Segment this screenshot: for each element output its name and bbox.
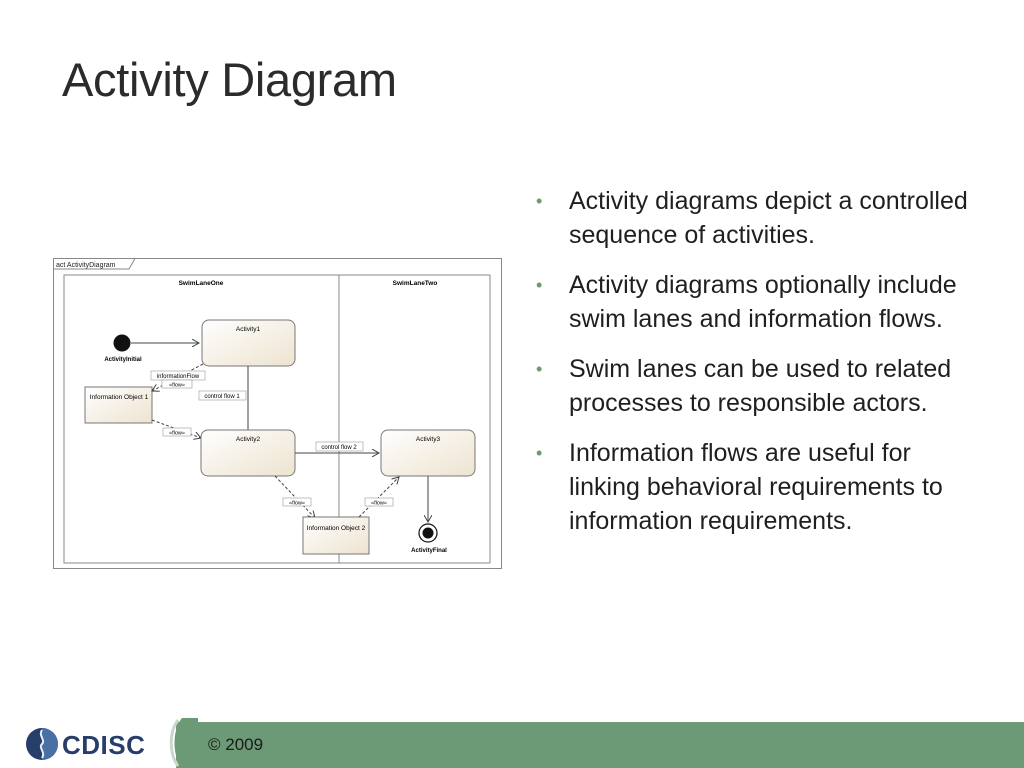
footer-green-band	[176, 722, 1024, 768]
bullet-item: • Information flows are useful for linkin…	[536, 436, 976, 538]
bullet-dot-icon: •	[536, 191, 543, 211]
control-flow1-tag	[198, 390, 247, 401]
info-object1-node	[84, 386, 153, 424]
info-flow-edge-4	[358, 477, 399, 518]
info-object1-label: Information Object 1	[90, 394, 149, 401]
final-node-core	[422, 527, 434, 539]
activity3-label: Activity3	[416, 436, 441, 443]
activity-diagram: act ActivityDiagram SwimLaneOne SwimLane…	[53, 258, 503, 575]
swimlane-container	[63, 274, 491, 564]
flow-label-2: «flow»	[169, 431, 185, 437]
slide-title: Activity Diagram	[62, 53, 397, 106]
bullet-text: Activity diagrams depict a controlled se…	[569, 187, 968, 249]
control-flow1-label: control flow 1	[204, 394, 240, 400]
frame-tab	[53, 258, 136, 270]
final-label: ActivityFinal	[411, 548, 447, 554]
control-flow2-label: control flow 2	[321, 445, 357, 451]
bullet-dot-icon: •	[536, 443, 543, 463]
activity1-label: Activity1	[236, 326, 261, 333]
flow-tag-1	[161, 379, 193, 389]
bullet-text: Activity diagrams optionally include swi…	[569, 271, 957, 333]
initial-label: ActivityInitial	[104, 357, 142, 363]
cdisc-logo-text: CDISC	[62, 730, 146, 760]
bullet-item: • Swim lanes can be used to related proce…	[536, 352, 976, 420]
lane-one-label: SwimLaneOne	[179, 280, 224, 287]
initial-node	[113, 334, 131, 352]
flow-tag-4	[364, 497, 394, 507]
info-flow-label: informationFlow	[157, 374, 200, 380]
activity-diagram-svg: act ActivityDiagram SwimLaneOne SwimLane…	[53, 258, 502, 569]
bullet-item: • Activity diagrams depict a controlled s…	[536, 184, 976, 252]
info-object2-node	[302, 516, 370, 555]
flow-tag-2	[162, 427, 192, 437]
copyright-text: © 2009	[208, 735, 264, 754]
bullet-text: Information flows are useful for linking…	[569, 439, 943, 535]
cdisc-logo: CDISC	[24, 724, 149, 764]
flow-tag-3	[282, 497, 312, 507]
lane-two-label: SwimLaneTwo	[393, 280, 438, 287]
bullet-text: Swim lanes can be used to related proces…	[569, 355, 952, 417]
bullet-list: • Activity diagrams depict a controlled s…	[536, 184, 976, 554]
activity2-label: Activity2	[236, 436, 261, 443]
bullet-item: • Activity diagrams optionally include sw…	[536, 268, 976, 336]
footer-curve-icon	[169, 718, 198, 768]
flow-label-4: «flow»	[371, 501, 387, 507]
frame-label: act ActivityDiagram	[56, 262, 116, 269]
footer-bar: CDISC © 2009	[0, 718, 1024, 768]
info-object2-label: Information Object 2	[307, 525, 366, 532]
control-flow2-tag	[315, 441, 364, 452]
flow-label-1: «flow»	[169, 383, 185, 389]
cdisc-logo-icon	[26, 728, 58, 760]
bullet-dot-icon: •	[536, 275, 543, 295]
flow-label-3: «flow»	[289, 501, 305, 507]
bullet-dot-icon: •	[536, 359, 543, 379]
